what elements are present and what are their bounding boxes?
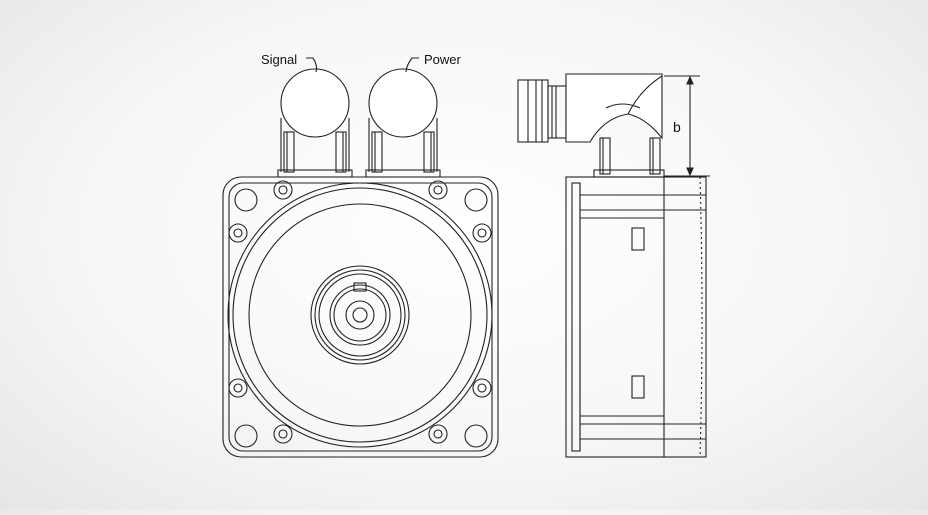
power-leader: [405, 57, 419, 73]
signal-connector: [277, 68, 353, 178]
signal-label: Signal: [261, 52, 297, 67]
front-flange: [222, 176, 499, 458]
signal-leader: [306, 57, 318, 73]
housing-outer: [227, 182, 493, 448]
shaft: [310, 265, 410, 365]
side-body: [565, 176, 707, 458]
power-connector: [365, 68, 441, 178]
front-view: [222, 57, 499, 458]
dimension-b-label: b: [673, 119, 681, 135]
bolts: [228, 180, 492, 444]
power-label: Power: [424, 52, 462, 67]
side-connector: [517, 73, 665, 178]
side-view: [517, 73, 710, 458]
